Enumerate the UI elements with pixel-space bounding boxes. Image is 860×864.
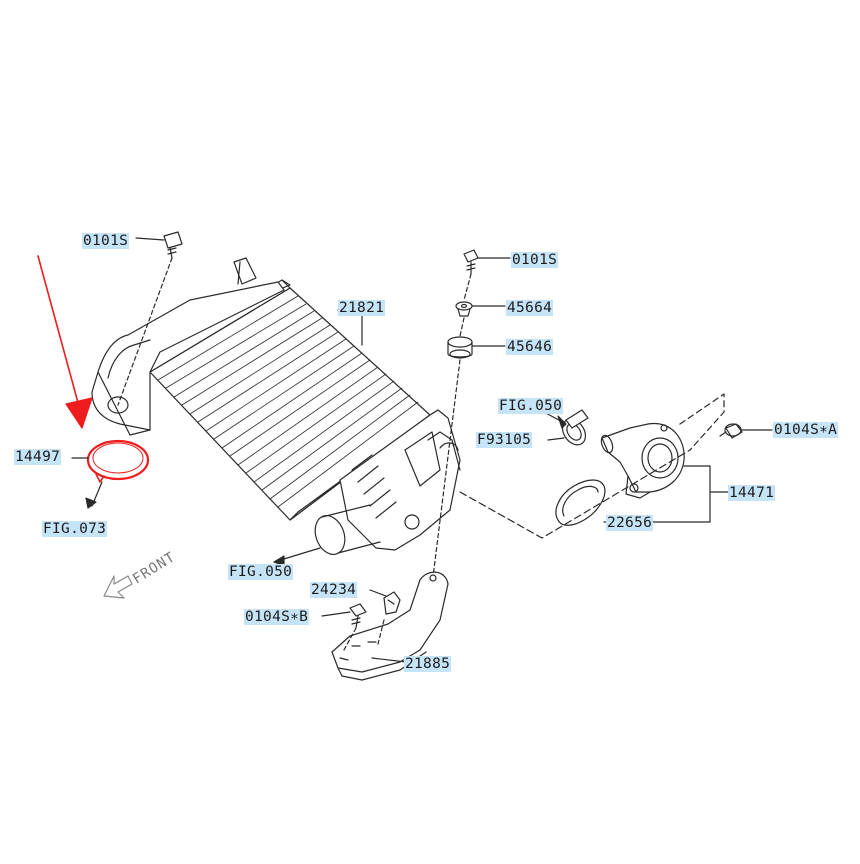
washer-45664 xyxy=(455,301,506,317)
seal-ring-14497 xyxy=(86,439,150,483)
label-bolt-0101s-left-text: 0101S xyxy=(82,233,130,249)
label-fig073-text: FIG.073 xyxy=(42,521,108,537)
label-bracket-text: 21885 xyxy=(404,656,452,672)
label-fig050-outlet: FIG.050 xyxy=(228,563,294,581)
air-duct-14471 xyxy=(600,422,685,499)
label-clip: 24234 xyxy=(310,581,358,599)
label-cushion-text: 45646 xyxy=(506,339,554,355)
bolt-0104s-a xyxy=(719,423,773,439)
label-intercooler: 21821 xyxy=(338,299,386,317)
label-clip-text: 24234 xyxy=(310,582,358,598)
label-clamp-text: F93105 xyxy=(476,432,533,448)
label-bolt-0104s-a: 0104S∗A xyxy=(773,421,839,439)
label-bolt-0101s-left: 0101S xyxy=(82,232,130,250)
label-duct-text: 14471 xyxy=(728,485,776,501)
leader-clip xyxy=(377,619,385,645)
label-bolt-0104s-b: 0104S∗B xyxy=(244,608,310,626)
label-bolt-0104s-b-text: 0104S∗B xyxy=(244,609,310,625)
label-washer-text: 45664 xyxy=(506,300,554,316)
gasket-22656 xyxy=(555,479,606,526)
fig073-arrow xyxy=(85,481,103,509)
label-fig050-hose-text: FIG.050 xyxy=(498,398,564,414)
label-fig050-outlet-text: FIG.050 xyxy=(228,564,294,580)
leader-stack-2 xyxy=(459,317,465,337)
intercooler-core xyxy=(91,257,461,555)
label-fig050-hose: FIG.050 xyxy=(498,397,564,415)
bolt-0101s-right xyxy=(463,249,511,275)
bracket-21885 xyxy=(331,571,449,681)
label-washer: 45664 xyxy=(506,299,554,317)
label-fig073: FIG.073 xyxy=(42,520,108,538)
cushion-45646 xyxy=(447,336,506,359)
label-cushion: 45646 xyxy=(506,338,554,356)
label-gasket-text: 22656 xyxy=(606,515,654,531)
label-seal-ring: 14497 xyxy=(14,448,62,466)
front-arrow xyxy=(103,575,133,599)
outlet-dash-route xyxy=(459,449,691,539)
label-gasket: 22656 xyxy=(606,514,654,532)
label-bracket: 21885 xyxy=(404,655,452,673)
label-bolt-0101s-right-text: 0101S xyxy=(511,252,559,268)
label-bolt-0104s-a-text: 0104S∗A xyxy=(773,422,839,438)
bolt-0101s-left xyxy=(117,231,183,406)
hose-clamp-f93105 xyxy=(543,409,589,446)
leader-stack-3 xyxy=(431,359,461,586)
label-duct: 14471 xyxy=(728,484,776,502)
label-intercooler-text: 21821 xyxy=(338,300,386,316)
label-clamp: F93105 xyxy=(476,431,533,449)
label-seal-ring-text: 14497 xyxy=(14,449,62,465)
label-bolt-0101s-right: 0101S xyxy=(511,251,559,269)
duct-dash-outline xyxy=(679,393,725,451)
bolt-0104s-b xyxy=(321,603,367,651)
red-callout-arrow xyxy=(37,255,93,429)
leader-stack-1 xyxy=(463,273,472,301)
clip-24234 xyxy=(369,589,401,615)
